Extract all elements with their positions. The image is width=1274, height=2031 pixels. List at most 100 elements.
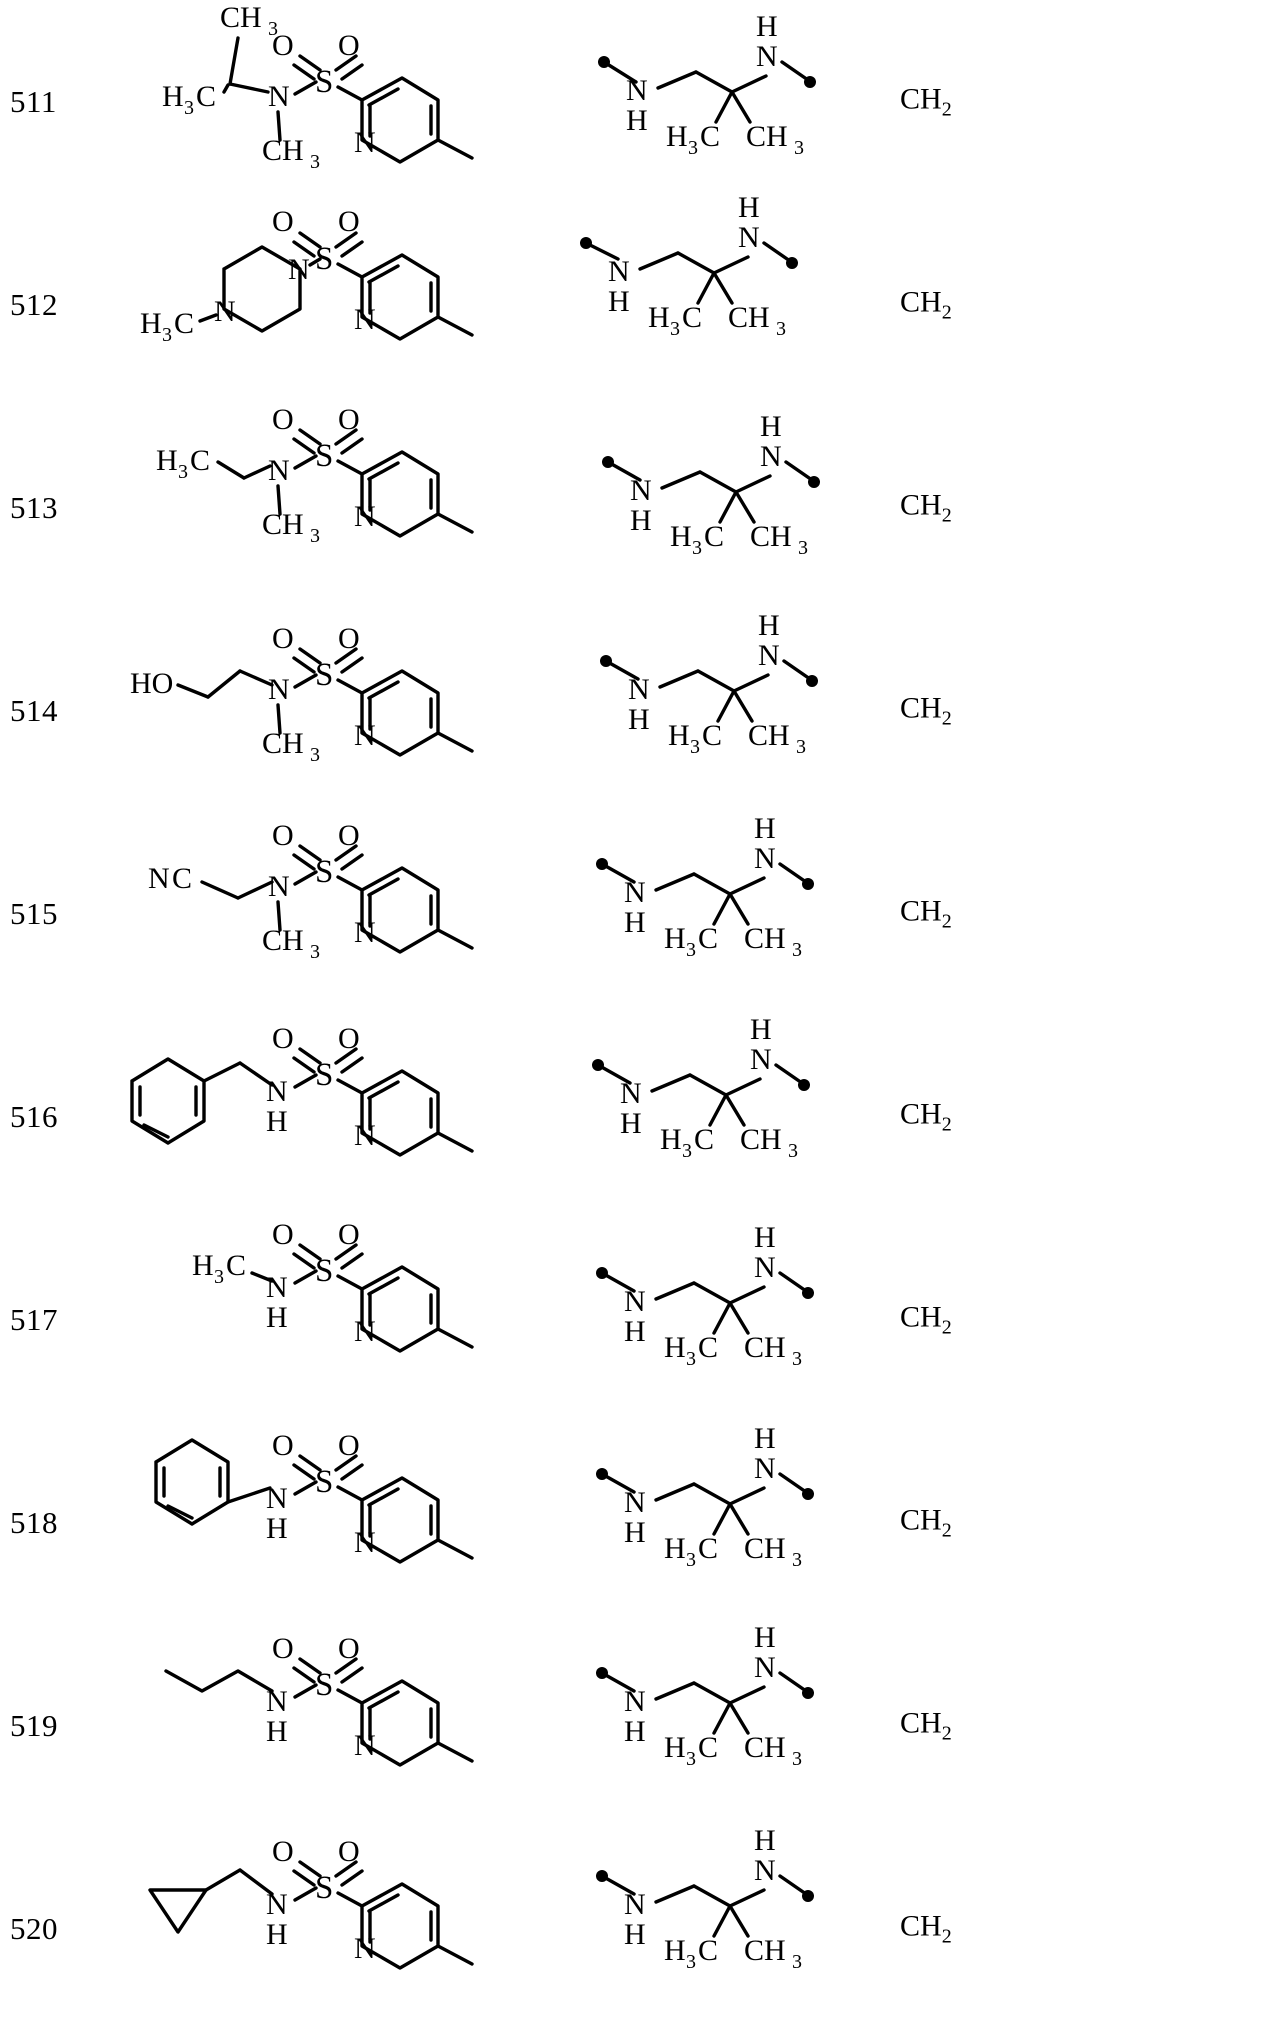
atom-sub: 3 bbox=[214, 1266, 224, 1288]
right-value-sub: 2 bbox=[941, 910, 952, 933]
atom-sub: 3 bbox=[310, 941, 320, 963]
atom-label-h3c-h: H bbox=[156, 444, 178, 477]
right-value-sub: 2 bbox=[941, 1519, 952, 1542]
atom-sub: 3 bbox=[310, 744, 320, 766]
atom-sub: 3 bbox=[670, 318, 680, 340]
middle-linker-structure: N H N H H 3 C CH 3 bbox=[560, 1013, 890, 1218]
atom-label-o-right: O bbox=[338, 1218, 360, 1251]
atom-label-h-left: H bbox=[626, 104, 648, 137]
atom-label-s: S bbox=[315, 1253, 333, 1289]
middle-linker-structure: N H N H H 3 C CH 3 bbox=[560, 1422, 890, 1625]
right-column-value: CH2 bbox=[900, 1098, 1020, 1137]
atom-label-o-left: O bbox=[272, 1218, 294, 1251]
atom-label-h-left: H bbox=[620, 1107, 642, 1140]
left-structure: N H S O O N bbox=[120, 1422, 540, 1625]
atom-label-n-right: N bbox=[754, 842, 776, 875]
atom-sub: 3 bbox=[690, 736, 700, 758]
atom-label-n: N bbox=[268, 673, 290, 706]
atom-label-o-right: O bbox=[338, 205, 360, 238]
right-value-text: CH bbox=[900, 285, 942, 319]
right-column-value: CH2 bbox=[900, 1707, 1020, 1746]
middle-linker-structure: N H N H H 3 C CH 3 bbox=[560, 609, 890, 812]
atom-label-s: S bbox=[315, 1870, 333, 1906]
left-structure: N H S O O N bbox=[120, 1828, 540, 2031]
table-row: 518 N H S O O bbox=[0, 1422, 1274, 1625]
atom-label-h3c-c: C bbox=[226, 1249, 246, 1282]
atom-label-h-left: H bbox=[628, 703, 650, 736]
atom-sub: 3 bbox=[268, 18, 278, 40]
atom-label-pyridine-n: N bbox=[354, 1315, 376, 1348]
right-value-sub: 2 bbox=[941, 1722, 952, 1745]
right-value-sub: 2 bbox=[941, 707, 952, 730]
atom-sub: 3 bbox=[788, 1140, 798, 1162]
atom-label-n: N bbox=[268, 870, 290, 903]
atom-label-h3c-c: C bbox=[196, 80, 216, 113]
atom-label-h3c-h: H bbox=[664, 1532, 686, 1565]
atom-label-o-right: O bbox=[338, 1835, 360, 1868]
atom-label-h3c-c: C bbox=[702, 719, 722, 752]
atom-label-n-right: N bbox=[754, 1854, 776, 1887]
row-number: 519 bbox=[10, 1708, 58, 1744]
atom-label-o-left: O bbox=[272, 819, 294, 852]
right-value-sub: 2 bbox=[941, 98, 952, 121]
left-structure: H 3 C N CH 3 S O O bbox=[120, 403, 540, 609]
right-column-value: CH2 bbox=[900, 488, 1020, 527]
atom-label-h3c-c: C bbox=[698, 1731, 718, 1764]
atom-sub: 3 bbox=[686, 939, 696, 961]
atom-label-pyridine-n: N bbox=[354, 126, 376, 159]
right-value-sub: 2 bbox=[941, 504, 952, 527]
atom-label-s: S bbox=[315, 657, 333, 693]
atom-label-n-right: N bbox=[754, 1452, 776, 1485]
atom-label-ch3: CH bbox=[744, 1331, 786, 1364]
atom-label-nch3: CH bbox=[262, 727, 304, 760]
right-value-text: CH bbox=[900, 1300, 942, 1334]
right-value-text: CH bbox=[900, 1503, 942, 1537]
atom-label-h3c-h: H bbox=[664, 1934, 686, 1967]
atom-label-pyridine-n: N bbox=[354, 1526, 376, 1559]
atom-label-nh-n: N bbox=[266, 1685, 288, 1718]
atom-label-s: S bbox=[315, 241, 333, 277]
atom-label-ch3: CH bbox=[728, 301, 770, 334]
atom-sub: 3 bbox=[682, 1140, 692, 1162]
right-column-value: CH2 bbox=[900, 285, 1020, 324]
atom-label-o-left: O bbox=[272, 1632, 294, 1665]
atom-label-h3c-h: H bbox=[162, 80, 184, 113]
atom-label-n-left: N bbox=[630, 474, 652, 507]
atom-label-pyridine-n: N bbox=[354, 1932, 376, 1965]
atom-label-o-right: O bbox=[338, 403, 360, 436]
atom-label-h-right: H bbox=[754, 1621, 776, 1654]
atom-label-h3c-h: H bbox=[660, 1123, 682, 1156]
right-column-value: CH2 bbox=[900, 894, 1020, 933]
atom-label-n-right: N bbox=[738, 221, 760, 254]
left-structure: N N H 3 C S O O N bbox=[120, 203, 540, 406]
atom-label-h3c-h: H bbox=[666, 120, 688, 153]
atom-label-ch3: CH bbox=[744, 1731, 786, 1764]
right-value-text: CH bbox=[900, 488, 942, 522]
atom-sub: 3 bbox=[798, 537, 808, 559]
atom-label-nh-n: N bbox=[266, 1482, 288, 1515]
atom-sub: 3 bbox=[310, 525, 320, 547]
atom-label-nh-h: H bbox=[266, 1105, 288, 1138]
atom-label-h-right: H bbox=[754, 1221, 776, 1254]
atom-label-pyridine-n: N bbox=[354, 916, 376, 949]
atom-label-h-left: H bbox=[624, 1918, 646, 1951]
atom-label-o-right: O bbox=[338, 1429, 360, 1462]
atom-sub: 3 bbox=[688, 137, 698, 159]
left-structure: H 3 C N H S O O N bbox=[120, 1218, 540, 1422]
table-row: 514 HO N CH 3 S O O bbox=[0, 609, 1274, 812]
atom-label-h-left: H bbox=[624, 1516, 646, 1549]
row-number: 517 bbox=[10, 1302, 58, 1338]
atom-sub: 3 bbox=[178, 461, 188, 483]
middle-linker-structure: N H N H H 3 C CH 3 bbox=[560, 0, 890, 203]
atom-label-n-right: N bbox=[750, 1043, 772, 1076]
atom-label-n-left: N bbox=[624, 1486, 646, 1519]
atom-label-o-left: O bbox=[272, 403, 294, 436]
middle-linker-structure: N H N H H 3 C CH 3 bbox=[560, 406, 890, 609]
table-row: 520 N H S O O bbox=[0, 1824, 1274, 2031]
left-structure: CH 3 H 3 C N CH 3 S O bbox=[120, 0, 540, 203]
atom-label-n-left: N bbox=[628, 673, 650, 706]
atom-label-o-right: O bbox=[338, 1632, 360, 1665]
atom-label-n: N bbox=[268, 454, 290, 487]
atom-label-h3c-h: H bbox=[648, 301, 670, 334]
atom-label-nh-n: N bbox=[266, 1888, 288, 1921]
